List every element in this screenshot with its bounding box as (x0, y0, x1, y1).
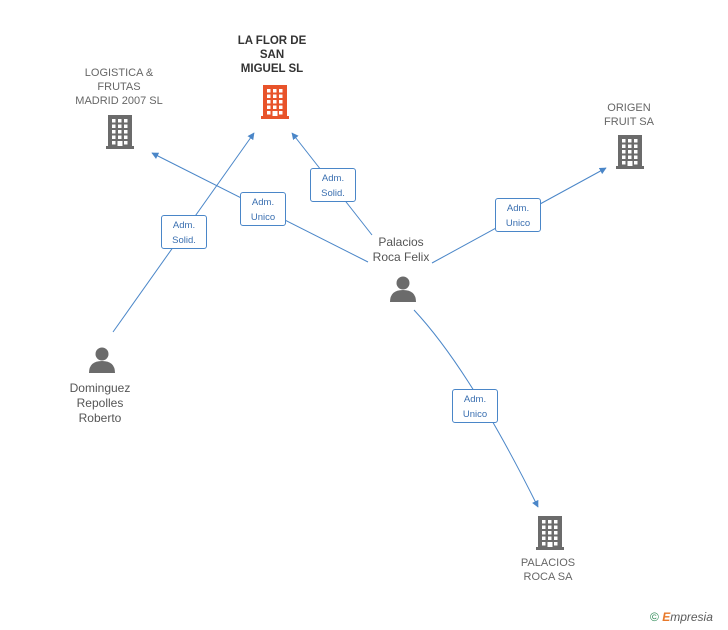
edge-label-felix-flor[interactable]: Adm. Solid. (310, 168, 356, 202)
node-label-felix[interactable]: Palacios Roca Felix (372, 235, 430, 264)
person-icon-felix[interactable] (390, 276, 416, 303)
node-label-palacios_sa[interactable]: PALACIOS ROCA SA (520, 557, 576, 583)
copyright-symbol: © (650, 610, 659, 624)
empresia-footer[interactable]: © Empresia (650, 610, 713, 624)
node-label-flor[interactable]: LA FLOR DE SAN MIGUEL SL (237, 35, 307, 75)
building-icon-logistica[interactable] (106, 115, 134, 149)
edge-label-felix-palacios_sa[interactable]: Adm. Unico (452, 389, 498, 423)
node-label-dominguez[interactable]: Dominguez Repolles Roberto (69, 381, 131, 425)
edges-layer (112, 132, 607, 508)
edge-label-felix-origen[interactable]: Adm. Unico (495, 198, 541, 232)
empresia-logo: Empresia (662, 610, 713, 624)
building-icon-palacios_sa[interactable] (536, 516, 564, 550)
edge-label-dominguez-flor[interactable]: Adm. Solid. (161, 215, 207, 249)
person-icon-dominguez[interactable] (89, 347, 115, 374)
building-icon-flor[interactable] (261, 85, 289, 119)
edge-label-felix-logistica[interactable]: Adm. Unico (240, 192, 286, 226)
node-label-logistica[interactable]: LOGISTICA & FRUTAS MADRID 2007 SL (75, 67, 163, 107)
node-label-origen[interactable]: ORIGEN FRUIT SA (604, 102, 654, 128)
icons-layer (89, 85, 644, 550)
building-icon-origen[interactable] (616, 135, 644, 169)
